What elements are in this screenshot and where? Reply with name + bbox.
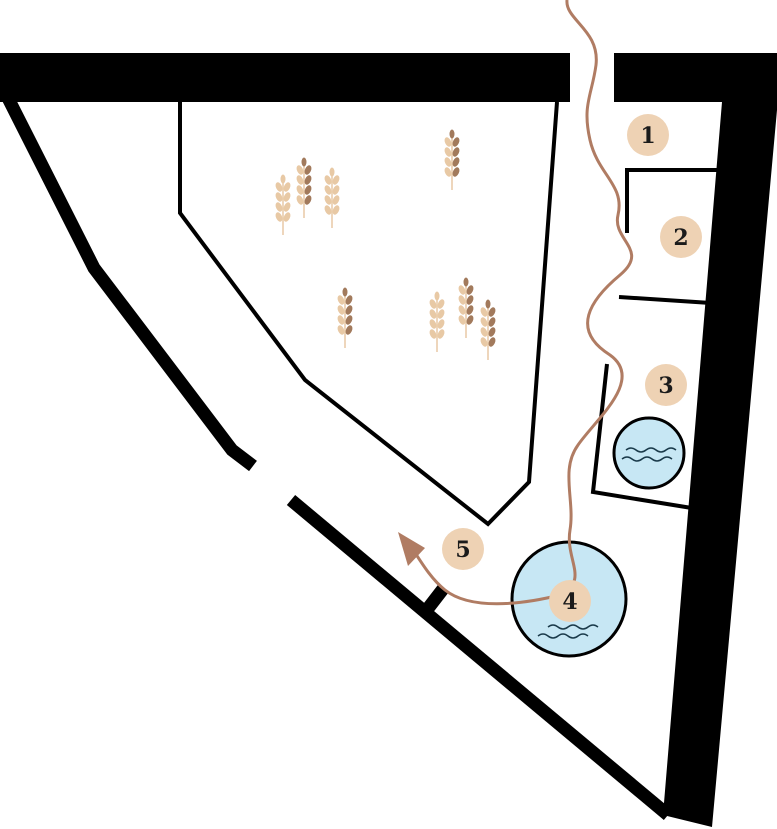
marker-circle <box>660 216 702 258</box>
small-pool-water <box>612 416 686 490</box>
marker-circle <box>645 364 687 406</box>
wheat-icon <box>335 286 355 349</box>
diagonal-walls <box>2 95 673 820</box>
markers: 1 2 3 4 5 <box>442 114 702 622</box>
wheat-field <box>273 128 498 361</box>
room-3-wall <box>590 363 705 512</box>
marker-label: 2 <box>673 225 688 251</box>
water-waves-icon <box>621 447 677 462</box>
route <box>398 0 634 606</box>
marker-circle <box>442 528 484 570</box>
wheat-icon <box>478 298 498 361</box>
marker-3: 3 <box>645 364 687 406</box>
marker-circle <box>627 114 669 156</box>
water-waves-icon <box>537 624 599 639</box>
marker-circle <box>549 580 591 622</box>
gate-stub <box>420 585 449 615</box>
arrow-icon <box>398 532 425 566</box>
small-pool <box>612 416 686 490</box>
outer-walls <box>0 53 777 827</box>
marker-label: 3 <box>658 373 673 399</box>
marker-2: 2 <box>660 216 702 258</box>
top-wall-left <box>0 53 570 102</box>
marker-label: 5 <box>455 537 470 563</box>
marker-5: 5 <box>442 528 484 570</box>
wheat-icon <box>427 290 447 353</box>
marker-4: 4 <box>549 580 591 622</box>
wheat-icon <box>456 276 476 339</box>
marker-label: 1 <box>640 123 655 149</box>
interior-walls <box>178 100 727 527</box>
room-2-wall <box>625 168 727 233</box>
wheat-icon <box>322 166 342 229</box>
field-boundary <box>178 100 559 527</box>
wheat-icon <box>442 128 462 191</box>
top-wall-right <box>614 53 745 102</box>
marker-1: 1 <box>627 114 669 156</box>
route-path <box>408 0 634 606</box>
wheat-icon <box>294 156 314 219</box>
marker-label: 4 <box>562 589 577 615</box>
south-wall <box>286 495 673 820</box>
room-2-south-wall <box>618 295 727 306</box>
wheat-icon <box>273 173 293 236</box>
west-wall <box>2 95 257 472</box>
east-wall <box>663 53 777 827</box>
